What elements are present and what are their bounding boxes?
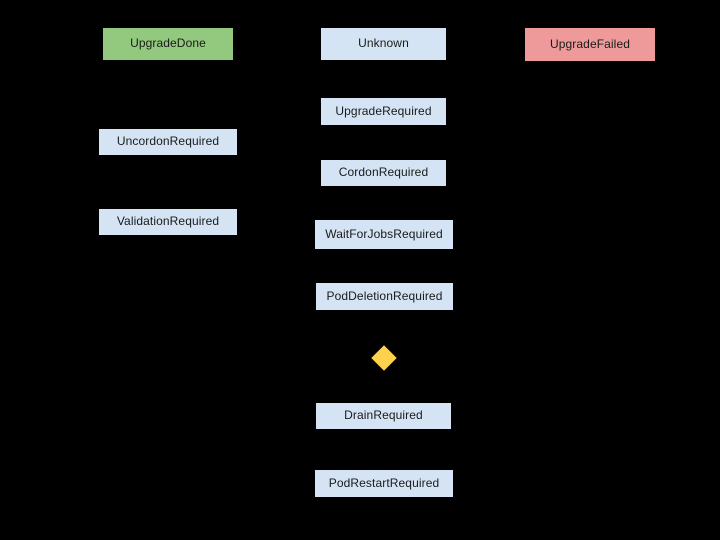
state-node-pod-restart-required[interactable]: PodRestartRequired xyxy=(315,470,453,497)
state-node-upgrade-required[interactable]: UpgradeRequired xyxy=(321,98,446,125)
state-node-label: UpgradeFailed xyxy=(549,36,630,51)
state-node-upgrade-failed[interactable]: UpgradeFailed xyxy=(525,28,655,61)
state-node-label: ValidationRequired xyxy=(116,214,220,229)
decision-diamond[interactable] xyxy=(371,345,397,371)
state-node-cordon-required[interactable]: CordonRequired xyxy=(321,160,446,186)
state-node-label: CordonRequired xyxy=(338,165,429,180)
state-node-label: UpgradeDone xyxy=(130,36,206,51)
state-node-drain-required[interactable]: DrainRequired xyxy=(316,403,451,429)
state-node-uncordon-required[interactable]: UncordonRequired xyxy=(99,129,237,155)
state-node-label: UncordonRequired xyxy=(116,134,220,149)
state-node-upgrade-done[interactable]: UpgradeDone xyxy=(103,28,233,60)
state-node-wait-for-jobs-required[interactable]: WaitForJobsRequired xyxy=(315,220,453,249)
state-node-label: PodDeletionRequired xyxy=(326,288,443,303)
state-node-label: Unknown xyxy=(358,36,409,51)
state-node-label: WaitForJobsRequired xyxy=(325,226,443,241)
state-node-unknown[interactable]: Unknown xyxy=(321,28,446,60)
state-node-label: PodRestartRequired xyxy=(328,475,440,490)
state-node-label: UpgradeRequired xyxy=(335,103,432,118)
state-node-validation-required[interactable]: ValidationRequired xyxy=(99,209,237,235)
state-node-label: DrainRequired xyxy=(344,408,423,423)
state-node-pod-deletion-required[interactable]: PodDeletionRequired xyxy=(316,283,453,310)
